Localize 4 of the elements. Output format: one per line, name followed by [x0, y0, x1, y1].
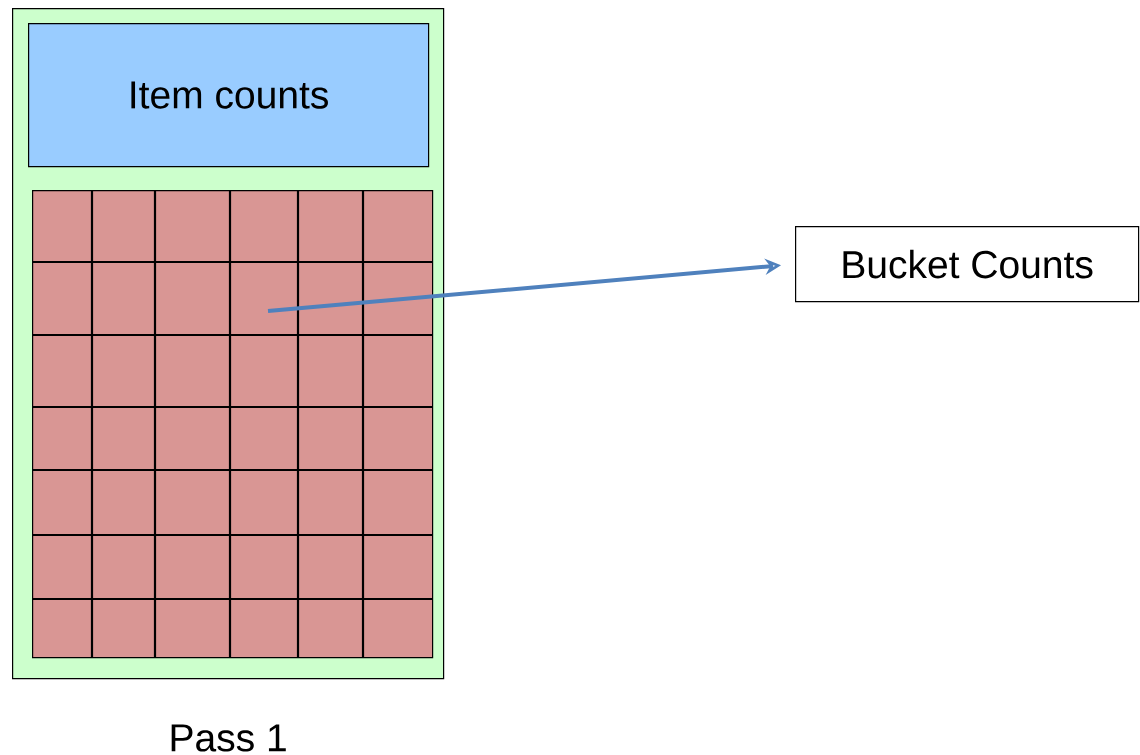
grid-drawing	[32, 190, 434, 659]
label-box: Bucket Counts	[795, 226, 1140, 303]
header-box: Item counts	[28, 23, 430, 168]
node-label: Pass 1	[171, 724, 286, 752]
